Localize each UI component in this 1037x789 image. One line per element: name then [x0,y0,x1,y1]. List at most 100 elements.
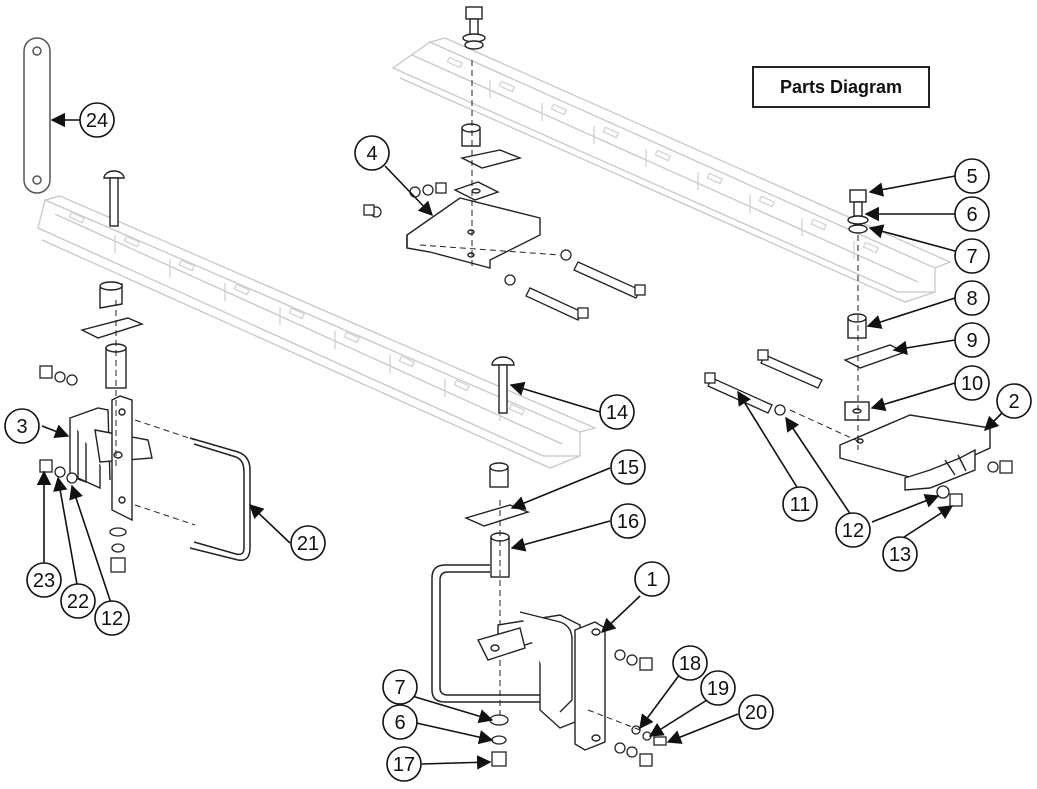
callout-23: 23 [26,562,62,598]
callout-circle [382,704,418,740]
hardware-part-3 [39,365,127,573]
plate-part-2 [839,189,991,491]
callout-3: 3 [4,408,40,444]
callout-number: 23 [33,570,55,592]
callout-number: 8 [966,288,977,310]
callout-number: 16 [617,511,639,533]
rail-upper [391,37,952,303]
callout-number: 1 [646,569,657,591]
bracket-part-3 [69,281,196,526]
callout-number: 12 [842,520,864,542]
callout-1: 1 [634,561,670,597]
callout-7: 7 [382,669,418,705]
hardware-part-1 [489,649,667,767]
callout-9: 9 [954,322,990,358]
callout-6: 6 [382,704,418,740]
callout-circle [996,383,1032,419]
callout-circle [835,512,871,548]
callout-12: 12 [94,600,130,636]
callout-number: 5 [966,166,977,188]
bolt-part-14-left [103,170,125,227]
callout-number: 12 [101,608,123,630]
callout-number: 3 [16,416,27,438]
callout-circle [954,196,990,232]
callout-number: 20 [745,702,767,724]
callout-15: 15 [610,449,646,485]
callout-19: 19 [700,670,736,706]
callout-number: 10 [961,373,983,395]
callout-18: 18 [672,645,708,681]
callout-circle [882,536,918,572]
callout-circle [634,561,670,597]
callout-circle [954,280,990,316]
callout-number: 18 [679,653,701,675]
callout-22: 22 [60,583,96,619]
callout-circle [672,645,708,681]
callout-21: 21 [290,525,326,561]
callout-6: 6 [954,196,990,232]
callout-13: 13 [882,536,918,572]
callout-14: 14 [599,394,635,430]
callout-circle [354,135,390,171]
callout-number: 15 [617,457,639,479]
rail-lower [37,195,597,469]
hardware-part-4 [363,182,646,321]
callout-circle [26,562,62,598]
callout-2: 2 [996,383,1032,419]
callout-number: 13 [889,544,911,566]
callout-number: 6 [966,204,977,226]
callout-number: 21 [297,533,319,555]
callout-number: 19 [707,678,729,700]
plate-part-4 [406,60,541,270]
callout-circle [382,669,418,705]
callout-20: 20 [738,694,774,730]
callout-24: 24 [79,102,115,138]
callout-bubbles: 1234566778910111212131415161718192021222… [4,102,1032,782]
callout-17: 17 [386,746,422,782]
callout-circle [954,322,990,358]
callout-number: 17 [393,754,415,776]
bolt-part-14 [491,356,515,414]
callout-circle [954,158,990,194]
callout-10: 10 [954,365,990,401]
callout-16: 16 [610,503,646,539]
callout-number: 24 [86,110,108,132]
callout-number: 7 [966,246,977,268]
bolt-part-5-top [462,6,486,50]
callout-7: 7 [954,238,990,274]
u-bolt-part-16 [431,564,540,703]
callout-12: 12 [835,512,871,548]
link-plate-part-24 [23,37,51,194]
callout-circle [599,394,635,430]
callout-11: 11 [782,486,818,522]
bracket-part-1 [463,462,606,751]
callout-8: 8 [954,280,990,316]
callout-circle [4,408,40,444]
callout-circle [954,238,990,274]
callout-number: 6 [394,712,405,734]
callout-number: 11 [790,494,811,516]
callout-circle [610,449,646,485]
callout-number: 2 [1008,391,1019,413]
callout-circle [79,102,115,138]
callout-number: 22 [67,591,89,613]
callout-number: 7 [394,677,405,699]
callout-number: 4 [366,143,377,165]
callout-number: 9 [966,330,977,352]
u-bolt-part-21 [189,437,251,561]
diagram-title: Parts Diagram [752,66,930,108]
callout-5: 5 [954,158,990,194]
callout-number: 14 [606,402,628,424]
callout-circle [700,670,736,706]
callout-circle [610,503,646,539]
leader-lines [36,112,1006,770]
callout-circle [386,746,422,782]
callout-circle [954,365,990,401]
callout-4: 4 [354,135,390,171]
callout-circle [60,583,96,619]
callout-circle [290,525,326,561]
callout-circle [94,600,130,636]
callout-circle [782,486,818,522]
